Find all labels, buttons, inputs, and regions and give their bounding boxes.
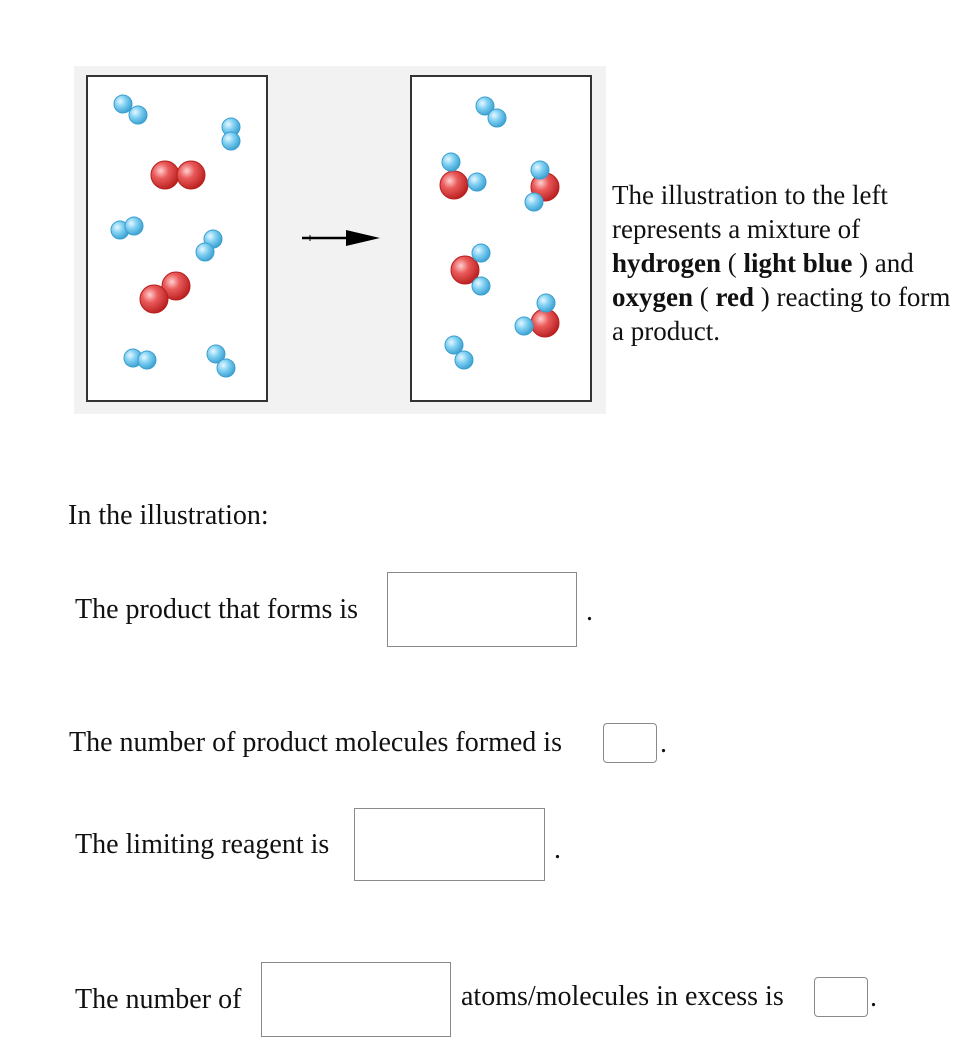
h2-molecule <box>206 344 236 378</box>
h2-molecule <box>113 94 148 125</box>
description-text: ) reacting to form a product. <box>612 282 951 346</box>
limiting-reagent-question-label: The limiting reagent is <box>75 829 330 860</box>
intro-text: In the illustration: <box>68 500 269 531</box>
product-question-label: The product that forms is <box>75 594 359 625</box>
h2-molecule <box>221 117 241 151</box>
product-answer-input[interactable] <box>387 572 577 647</box>
h2o-molecule <box>439 152 487 200</box>
illustration-description: The illustration to the left represents … <box>612 178 962 348</box>
period: . <box>586 596 593 627</box>
o2-molecule <box>150 160 206 190</box>
period: . <box>870 982 877 1013</box>
excess-question-label-end: atoms/molecules in excess is <box>461 981 784 1012</box>
period: . <box>554 834 561 865</box>
hydrogen-term: hydrogen <box>612 248 722 278</box>
oxygen-term: oxygen <box>612 282 693 312</box>
h2-molecule <box>444 335 474 370</box>
h2o-molecule <box>524 160 560 212</box>
description-text: ) and <box>852 248 914 278</box>
period: . <box>660 728 667 759</box>
h2-molecule <box>195 229 223 262</box>
h2-molecule <box>475 96 507 128</box>
products-container <box>410 75 592 402</box>
o2-molecule <box>139 271 191 314</box>
h2o-molecule <box>514 293 560 338</box>
limiting-reagent-answer-input[interactable] <box>354 808 545 881</box>
excess-question-label-start: The number of <box>75 984 242 1015</box>
h2o-molecule <box>450 243 491 296</box>
reaction-arrow <box>302 230 380 246</box>
h2-molecule <box>110 216 144 240</box>
description-text: The illustration to the left represents … <box>612 180 888 244</box>
hydrogen-color-term: light blue <box>743 248 853 278</box>
product-count-answer-input[interactable] <box>603 723 657 763</box>
product-count-question-label: The number of product molecules formed i… <box>69 727 562 758</box>
h2-molecule <box>123 348 157 370</box>
description-text: ( <box>693 282 716 312</box>
reaction-illustration <box>86 75 592 402</box>
excess-count-answer-input[interactable] <box>814 977 868 1017</box>
oxygen-color-term: red <box>715 282 755 312</box>
description-text: ( <box>721 248 744 278</box>
excess-reagent-answer-input[interactable] <box>261 962 451 1037</box>
